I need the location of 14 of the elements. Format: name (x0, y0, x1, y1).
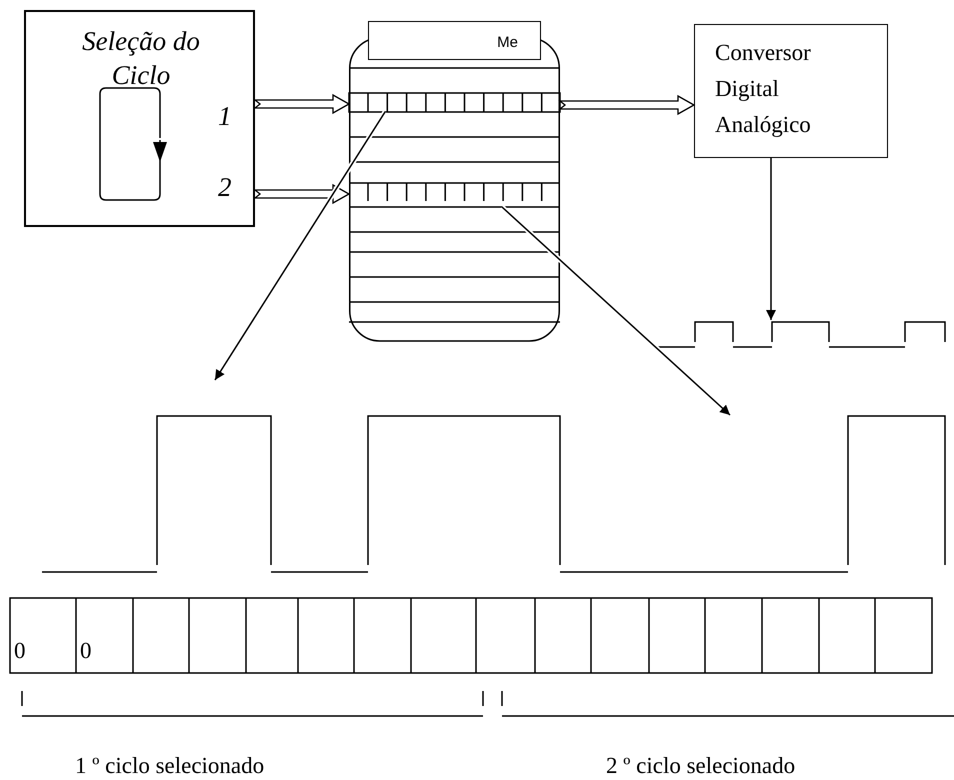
block-arrow (253, 94, 350, 114)
cycle-caption: 2 º ciclo selecionado (606, 752, 796, 780)
converter-box (694, 24, 888, 158)
box-title: Seleção do Ciclo (81, 25, 201, 92)
memory-label: Me (497, 34, 518, 52)
block-arrow (558, 94, 696, 116)
row-number: 1 (218, 102, 232, 130)
bit-value: 0 (14, 637, 26, 665)
row-number: 2 (218, 173, 232, 201)
bit-value: 0 (80, 637, 92, 665)
cycle-caption: 1 º ciclo selecionado (75, 752, 264, 780)
block-arrow (253, 184, 350, 204)
selector-box (24, 10, 255, 227)
box-text: Conversor Digital Analógico (715, 39, 812, 139)
